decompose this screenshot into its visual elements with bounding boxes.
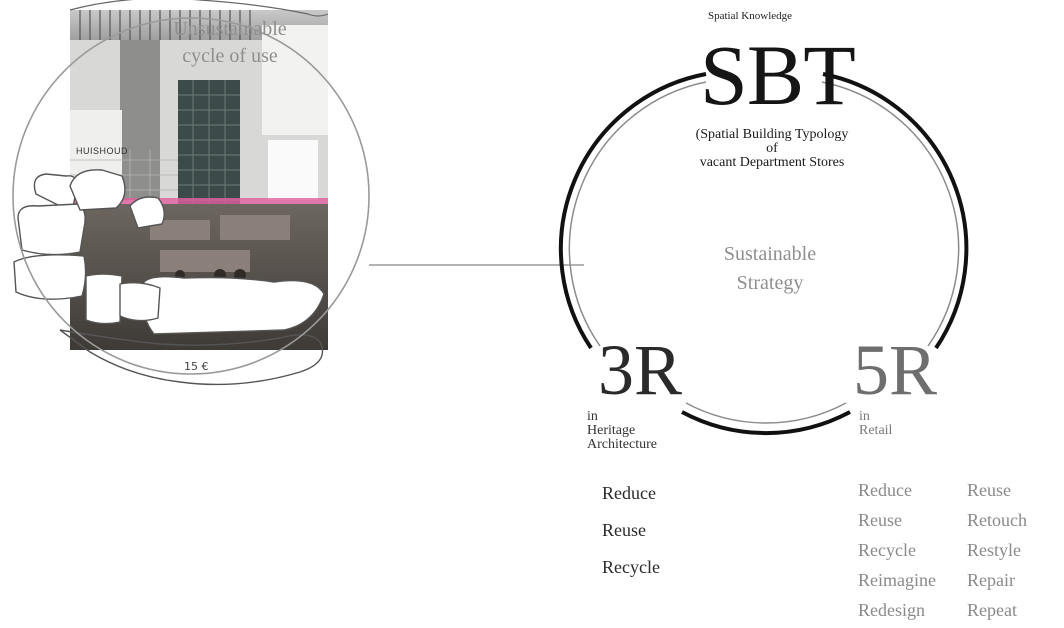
list-item: Reduce <box>602 483 656 503</box>
huishoud-sign-text: HUISHOUD <box>76 146 128 156</box>
list-item: Reuse <box>602 520 646 540</box>
sbt-acronym: SBT <box>700 27 856 123</box>
price-tag-text: 15 € <box>184 360 209 373</box>
ring-light-left-arc <box>568 81 707 347</box>
list-item: Reimagine <box>858 570 936 590</box>
ring-dark-bottom-arc <box>681 410 851 436</box>
five-r-list-col2: Reuse Retouch Restyle Repair Repeat <box>967 478 1027 628</box>
sbt-desc-line3: vacant Department Stores <box>699 155 845 170</box>
list-item: Repair <box>967 570 1015 590</box>
three-r-sub-line1: in <box>587 409 598 424</box>
list-item: Redesign <box>858 600 925 620</box>
list-item: Recycle <box>858 540 916 560</box>
spatial-knowledge-label: Spatial Knowledge <box>708 10 793 22</box>
list-item: Retouch <box>967 510 1027 530</box>
three-r-sub-line3: Architecture <box>587 437 657 452</box>
three-r-subtitle: in Heritage Architecture <box>587 410 657 452</box>
sbt-desc-line1: (Spatial Building Typology <box>695 127 849 142</box>
five-r-sub-line2: Retail <box>859 423 893 438</box>
list-item: Restyle <box>967 540 1021 560</box>
list-item: Reuse <box>858 510 902 530</box>
list-item: Recycle <box>602 557 660 577</box>
sbt-description: (Spatial Building Typology of vacant Dep… <box>664 128 880 170</box>
ring-light-right-arc <box>821 81 960 347</box>
five-r-list-col1: Reduce Reuse Recycle Reimagine Redesign <box>858 478 936 628</box>
retail-interior-sketch: HUISHOUD 15 € <box>12 0 370 386</box>
list-item: Reduce <box>858 480 912 500</box>
list-item: Reuse <box>967 480 1011 500</box>
unsustainable-cycle-circle <box>12 17 370 375</box>
three-r-title: 3R <box>598 330 683 410</box>
ring-light-bottom-arc <box>685 402 847 424</box>
five-r-sub-line1: in <box>859 409 870 424</box>
three-r-sub-line2: Heritage <box>587 423 636 438</box>
sbt-desc-line2: of <box>766 141 778 156</box>
ring-dark-left-arc <box>558 72 707 350</box>
ring-dark-right-arc <box>822 72 969 350</box>
five-r-subtitle: in Retail <box>859 410 892 438</box>
list-item: Repeat <box>967 600 1017 620</box>
three-r-list: Reduce Reuse Recycle <box>602 481 660 592</box>
five-r-title: 5R <box>853 330 938 410</box>
